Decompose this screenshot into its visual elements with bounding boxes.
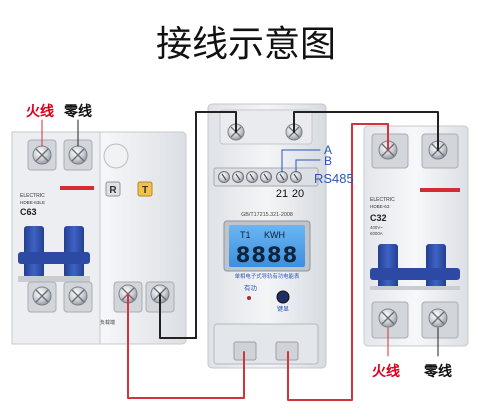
meter-terminal-screws bbox=[218, 171, 302, 183]
svg-text:R: R bbox=[109, 185, 117, 196]
label-terminal-b: B bbox=[324, 154, 332, 168]
right-handle-2 bbox=[426, 244, 446, 290]
svg-text:T: T bbox=[142, 185, 148, 196]
left-breaker-rating: C63 bbox=[20, 207, 37, 217]
right-breaker-capacity: 6000A bbox=[370, 231, 383, 236]
terminal-number-20: 20 bbox=[292, 188, 304, 200]
wires bbox=[41, 111, 439, 401]
right-breaker-body bbox=[363, 125, 469, 347]
meter-standard: GB/T17215.321-2008 bbox=[241, 212, 293, 218]
left-red-stripe bbox=[60, 186, 94, 190]
left-breaker: ELECTRIC HDBE-63LE C63 R T 负载端 bbox=[11, 131, 187, 345]
meter-description: 单相电子式导轨有功电能表 bbox=[235, 272, 300, 280]
page-title: 接线示意图 bbox=[156, 23, 336, 64]
wire-neutral-in bbox=[159, 111, 237, 339]
right-red-stripe bbox=[420, 188, 460, 192]
rs485-leader-b bbox=[295, 159, 321, 173]
left-breaker-model: HDBE-63LE bbox=[20, 200, 45, 205]
lcd-t1: T1 bbox=[240, 230, 251, 240]
meter-lcd bbox=[229, 225, 305, 267]
meter-active-label: 有功 bbox=[244, 283, 258, 292]
label-rs485: RS485 bbox=[314, 171, 354, 186]
label-live-top: 火线 bbox=[26, 103, 54, 119]
left-breaker-brand: ELECTRIC bbox=[20, 193, 45, 199]
wire-live-in bbox=[127, 293, 245, 399]
right-handle-bar bbox=[370, 268, 460, 280]
lcd-digits: 8888 bbox=[236, 243, 298, 267]
wire-neutral-out bbox=[293, 111, 439, 151]
meter-key-label: 键显 bbox=[277, 305, 289, 313]
t-button bbox=[137, 181, 153, 197]
rs485-leader-a bbox=[281, 149, 321, 173]
meter-pulse-led bbox=[247, 296, 251, 300]
energy-meter: 21 20 GB/T17215.321-2008 T1 KWH 8888 单相电… bbox=[207, 103, 327, 369]
terminal-number-21: 21 bbox=[276, 188, 288, 200]
label-live-bottom: 火线 bbox=[372, 363, 400, 379]
meter-key-button bbox=[276, 290, 290, 304]
label-neutral-top: 零线 bbox=[63, 103, 92, 119]
lcd-unit: KWH bbox=[264, 230, 285, 240]
right-breaker-model: HDBE-63 bbox=[370, 204, 390, 209]
r-button bbox=[105, 181, 121, 197]
right-breaker-brand: ELECTRIC bbox=[370, 197, 395, 203]
left-load-label: 负载端 bbox=[100, 319, 115, 326]
right-handle-1 bbox=[378, 244, 398, 290]
label-terminal-a: A bbox=[324, 143, 332, 157]
right-breaker-voltage: 400V~ bbox=[370, 225, 383, 230]
label-neutral-bottom: 零线 bbox=[423, 363, 452, 379]
wire-live-out bbox=[287, 123, 389, 401]
left-handle-bar bbox=[18, 252, 90, 264]
test-button bbox=[103, 143, 129, 169]
right-breaker: ELECTRIC HDBE-63 C32 400V~ 6000A bbox=[363, 125, 469, 347]
right-breaker-rating: C32 bbox=[370, 213, 387, 223]
